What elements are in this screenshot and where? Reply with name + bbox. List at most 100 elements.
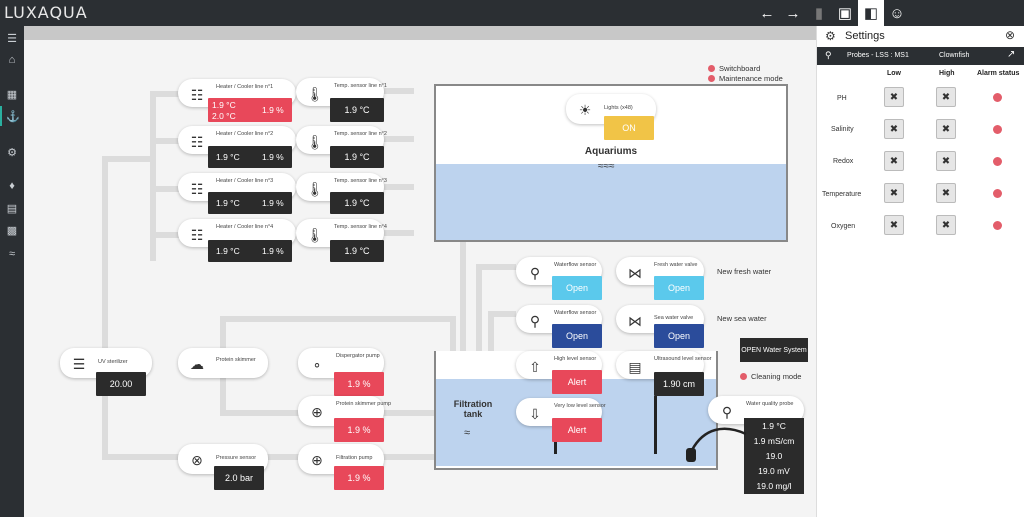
ph-low-alarm-off-icon[interactable]: ✖ [884,87,904,107]
row-oxygen: Oxygen [831,223,856,230]
user-icon[interactable]: ☺ [889,4,905,22]
lock-icon[interactable]: ▩ [6,224,18,237]
redox-alarm-dot [993,157,1002,166]
pipe [476,264,516,270]
probes-header: ⚲ Probes - LSS : MS1 Clownfish ↗ [817,47,1024,65]
sidebar-toggle-icon[interactable]: ◧ [858,0,884,26]
anchor-icon[interactable]: ⚓ [0,106,24,126]
level-high-icon: ⇧ [529,358,541,375]
home-icon[interactable]: ⌂ [8,54,16,66]
salinity-alarm-dot [993,125,1002,134]
pipe [102,454,442,460]
bell-icon[interactable]: ♦ [9,180,15,192]
redox-high-alarm-off-icon[interactable]: ✖ [936,151,956,171]
pipe [102,354,108,459]
waterflow-value-1: Open [552,276,602,300]
oxygen-low-alarm-off-icon[interactable]: ✖ [884,215,904,235]
col-high: High [939,70,955,77]
fish-icon: ≈≈≈ [598,161,615,172]
ultrasound-icon: ▤ [628,358,642,375]
pipe [220,316,450,322]
temperature-high-alarm-off-icon[interactable]: ✖ [936,183,956,203]
panel-icon[interactable]: ▮ [814,5,824,22]
ph-high-alarm-off-icon[interactable]: ✖ [936,87,956,107]
pipe [488,311,516,317]
row-ph: PH [837,95,847,102]
pipe [102,156,152,162]
waterflow-value-2: Open [552,324,602,348]
left-nav: ☰ ⌂ ▦ ⚓ ⚙ ♦ ▤ ▩ ≈ [0,26,24,517]
col-alarm: Alarm status [977,70,1020,77]
external-link-icon[interactable]: ↗ [1007,49,1016,60]
oxygen-high-alarm-off-icon[interactable]: ✖ [936,215,956,235]
flow-sensor-icon: ⚲ [529,312,541,329]
pressure-gauge-icon: ⊗ [191,451,203,468]
pipe [384,88,414,94]
waves-icon: ≈ [464,427,471,439]
pipe [150,138,180,144]
pipe [150,91,180,97]
app-logo: LUXAQUA [4,3,88,22]
ph-alarm-dot [993,93,1002,102]
pipe [488,311,494,366]
close-icon[interactable]: ⊗ [1005,28,1016,42]
sensor-probe-line [654,396,657,454]
valve-icon: ⋈ [628,264,642,281]
forward-arrow-icon[interactable]: → [785,4,801,22]
pump-icon: ⊕ [311,451,323,468]
pipe [476,264,482,366]
pipe [460,242,466,366]
temperature-low-alarm-off-icon[interactable]: ✖ [884,183,904,203]
salinity-low-alarm-off-icon[interactable]: ✖ [884,119,904,139]
filtration-title: Filtration tank [453,399,493,419]
monitor-icon[interactable]: ▣ [837,5,853,22]
high-level-value: Alert [552,370,602,394]
new-fresh-water-label: New fresh water [717,267,772,276]
redox-low-alarm-off-icon[interactable]: ✖ [884,151,904,171]
settings-panel: ⚙ Settings ⊗ ⚲ Probes - LSS : MS1 Clownf… [816,26,1024,517]
filtration-pump-value: 1.9 % [334,466,384,490]
pipe [102,156,108,356]
row-salinity: Salinity [831,126,854,133]
very-low-level-value: Alert [552,418,602,442]
cleaning-mode-legend: Cleaning mode [740,372,801,381]
cloud-icon: ☁ [190,355,204,372]
bubbles-icon: ∘ [312,355,322,372]
protein-skimmer-pump-value: 1.9 % [334,418,384,442]
thermometer-icon: 🌡 [306,133,324,150]
thermometer-icon: 🌡 [306,85,324,102]
synoptic-view: Switchboard Maintenance mode ☷ Heater / … [24,26,816,517]
open-water-system-button[interactable]: OPEN Water System [740,338,808,362]
sensor-probe-line [554,442,557,454]
level-low-icon: ⇩ [529,405,541,422]
row-temperature: Temperature [822,191,862,198]
temperature-alarm-dot [993,189,1002,198]
sea-water-valve-value: Open [654,324,704,348]
row-redox: Redox [833,158,854,165]
building-icon[interactable]: ▦ [6,88,18,101]
uv-lamp-icon: ☰ [72,355,86,372]
pipe [384,184,414,190]
thermometer-icon: 🌡 [306,180,324,197]
chart-icon[interactable]: ≈ [8,248,16,260]
status-dot [708,75,715,82]
settings-header: ⚙ Settings ⊗ [817,26,1024,46]
legend-switchboard: Switchboard [708,64,760,73]
protein-skimmer-card[interactable]: ☁ Protein skimmer [178,348,268,378]
col-low: Low [887,70,901,77]
document-icon[interactable]: ▤ [6,202,18,215]
menu-icon[interactable]: ☰ [7,32,17,45]
pipe [150,232,180,238]
thermometer-icon: 🌡 [306,226,324,243]
salinity-high-alarm-off-icon[interactable]: ✖ [936,119,956,139]
radiator-icon: ☷ [190,226,204,243]
radiator-icon: ☷ [190,180,204,197]
aquarium-title: Aquariums [584,146,638,157]
radiator-icon: ☷ [190,133,204,150]
temp-sensor-value-3: 1.9 °C [330,192,384,214]
temp-sensor-value-2: 1.9 °C [330,146,384,168]
back-arrow-icon[interactable]: ← [759,4,775,22]
wrench-icon[interactable]: ⚙ [7,146,17,159]
heater-value-2: 1.9 °C 1.9 % [208,146,292,168]
pipe [384,136,414,142]
